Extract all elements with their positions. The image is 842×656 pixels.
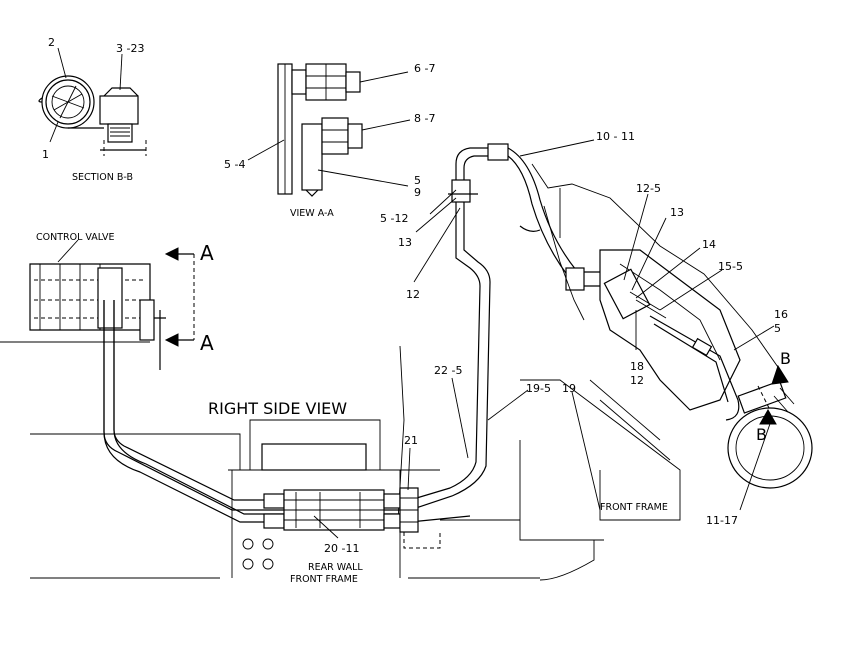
callout-13-left: 13 [398, 236, 412, 249]
callout-18-12: 12 [630, 374, 644, 387]
arrow-b-top: B [780, 349, 791, 368]
callout-13-right: 13 [670, 206, 684, 219]
view-aa-detail [247, 63, 411, 197]
callout-5-12: 5 -12 [380, 212, 408, 225]
callout-18: 18 [630, 360, 644, 373]
callout-22-5: 22 -5 [434, 364, 462, 377]
control-valve-label: CONTROL VALVE [36, 232, 115, 243]
callout-16-5: 5 [774, 322, 781, 335]
callout-3-23: 3 -23 [116, 42, 144, 55]
callout-19-5: 19-5 [526, 382, 551, 395]
callout-16: 16 [774, 308, 788, 321]
callout-1: 1 [42, 148, 49, 161]
upper-fittings [448, 143, 604, 291]
rear-wall-front-frame-label: FRONT FRAME [290, 574, 358, 585]
arrow-a-bottom: A [200, 331, 214, 355]
tube-routing [103, 200, 491, 523]
machine-outline [531, 163, 813, 489]
callout-12-left: 12 [406, 288, 420, 301]
callout-10-11: 10 - 11 [596, 130, 635, 143]
right-side-view-title: RIGHT SIDE VIEW [208, 399, 347, 418]
callout-12-5: 12-5 [636, 182, 661, 195]
callout-15-5: 15-5 [718, 260, 743, 273]
callout-5-4: 5 -4 [224, 158, 245, 171]
frame-outline [30, 345, 681, 581]
view-aa-title: VIEW A-A [290, 208, 334, 219]
rear-wall-label: REAR WALL [308, 562, 363, 573]
rear-wall-fittings [263, 487, 441, 549]
arrow-b-bottom: B [756, 425, 767, 444]
callout-20-11: 20 -11 [324, 542, 359, 555]
view-a-arrows [164, 247, 195, 347]
callout-14: 14 [702, 238, 716, 251]
callout-5: 5 [414, 174, 421, 187]
front-frame-label: FRONT FRAME [600, 502, 668, 513]
arrow-a-top: A [200, 241, 214, 265]
view-b-arrows [757, 364, 789, 425]
callout-9: 9 [414, 186, 421, 199]
callout-6-7: 6 -7 [414, 62, 435, 75]
leader-lines [313, 139, 775, 539]
control-valve-drawing [0, 239, 166, 370]
section-bb-detail [38, 47, 147, 156]
callout-21: 21 [404, 434, 418, 447]
callout-19: 19 [562, 382, 576, 395]
callout-8-7: 8 -7 [414, 112, 435, 125]
section-bb-title: SECTION B-B [72, 172, 133, 183]
callout-11-17: 11-17 [706, 514, 738, 527]
callout-2: 2 [48, 36, 55, 49]
